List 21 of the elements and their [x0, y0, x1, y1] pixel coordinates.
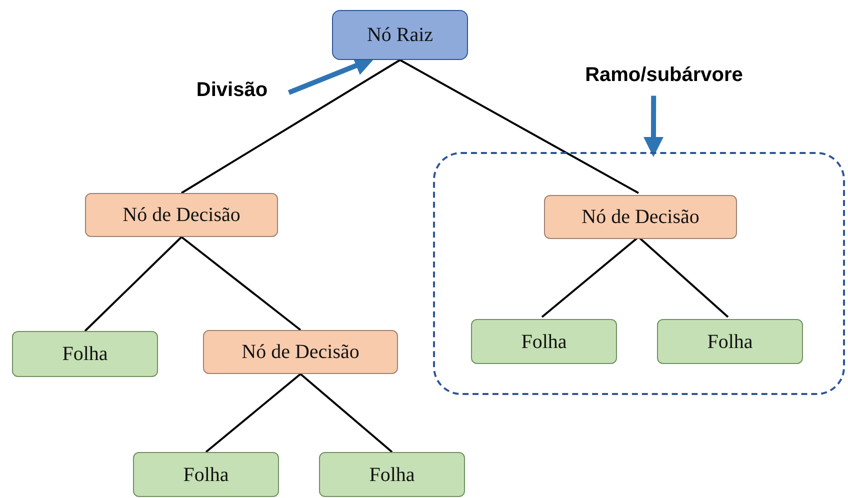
branch-line	[180, 236, 302, 331]
branch-line	[205, 373, 302, 453]
leaf-node-box: Folha	[319, 452, 465, 497]
decision-node-box: Nó de Decisão	[85, 193, 278, 237]
annotation-text: Divisão	[183, 77, 281, 103]
branch-line	[84, 236, 182, 332]
root-node-box: Nó Raiz	[332, 10, 468, 60]
subtree-region	[433, 152, 845, 395]
decision-node-box: Nó de Decisão	[203, 330, 398, 374]
leaf-node-box: Folha	[12, 331, 158, 377]
branch-line	[541, 236, 640, 318]
branch-line	[400, 59, 639, 194]
decision-node-box: Nó de Decisão	[544, 195, 737, 239]
leaf-node-box: Folha	[133, 452, 279, 497]
branch-line	[300, 373, 393, 453]
annotation-text: Ramo/subárvore	[560, 62, 768, 88]
leaf-node-box: Folha	[471, 319, 617, 364]
leaf-node-box: Folha	[657, 319, 803, 364]
branch-line	[180, 59, 401, 194]
arrow	[643, 96, 664, 157]
branch-line	[638, 236, 729, 318]
